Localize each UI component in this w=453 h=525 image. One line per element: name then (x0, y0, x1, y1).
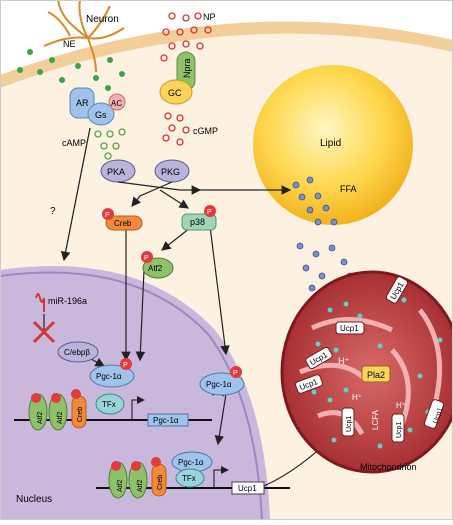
p38-label: p38 (190, 217, 205, 227)
pgc1a-cytoplasm (199, 372, 245, 396)
svg-text:Ucp1: Ucp1 (396, 422, 403, 438)
np-molecules (160, 12, 212, 62)
atf2-protein (142, 257, 174, 279)
unknown-link-label: ? (50, 206, 56, 217)
ucp1-mito-a (335, 321, 365, 335)
cgmp-label: cGMP (193, 126, 218, 136)
creb-protein (105, 215, 143, 231)
svg-text:Atf2: Atf2 (37, 411, 44, 424)
mir-hairpin (35, 293, 45, 312)
neuron-label: Neuron (86, 14, 119, 25)
atf2-phospho (141, 251, 153, 263)
svg-text:Pgc-1α: Pgc-1α (178, 458, 204, 467)
ucp1-mito-d (341, 407, 355, 437)
pgc1a-nuclear-phospho (120, 358, 132, 370)
svg-text:P: P (233, 370, 238, 377)
matrix-dots (311, 297, 443, 449)
adrenergic-receptor (69, 87, 95, 119)
pka-label: PKA (107, 167, 125, 177)
lcfa-label: LCFA (371, 409, 380, 430)
ucp1-gene (231, 481, 265, 495)
pgc1a-nuclear-label: Pgc-1α (96, 372, 122, 381)
svg-text:TFx: TFx (182, 474, 196, 483)
plasma-membrane (0, 21, 453, 88)
ar-label: AR (76, 98, 89, 108)
ucp1-mito-b (305, 346, 333, 370)
svg-text:Creb: Creb (157, 475, 164, 490)
mitochondrion-label: Mitochondrion (360, 462, 417, 472)
tfx-lower (175, 468, 205, 488)
cebpb-protein (57, 341, 99, 363)
pgc1a-gene-label: Pgc-1α (153, 416, 179, 425)
ucp1-mito-g (385, 276, 409, 304)
pkg-label: PKG (161, 167, 180, 177)
ucp1-mito-f (423, 399, 445, 429)
extracellular-space (0, 0, 453, 75)
proton-label-c: H⁺ (396, 401, 406, 410)
ucp1-mito-c (295, 374, 323, 394)
np-label: NP (203, 12, 216, 22)
mir-label: miR-196a (48, 296, 87, 306)
ucp1-gene-label: Ucp1 (238, 484, 257, 493)
npra-label: Npra (182, 58, 192, 78)
svg-text:Atf2: Atf2 (57, 411, 64, 424)
camp-molecules (94, 128, 126, 160)
svg-text:Creb: Creb (77, 407, 84, 422)
gs-protein (87, 102, 115, 126)
camp-label: cAMP (62, 138, 86, 148)
pgc1a-cytoplasm-label: Pgc-1α (206, 380, 232, 389)
cgmp-molecules (162, 112, 190, 146)
svg-text:Atf2: Atf2 (137, 479, 144, 492)
creb-phospho (102, 208, 114, 220)
svg-text:Ucp1: Ucp1 (346, 416, 353, 432)
gc-enzyme (159, 79, 193, 105)
atf2-label: Atf2 (148, 264, 163, 273)
pgc1a-gene (147, 413, 189, 427)
pgc1a-cytoplasm-phospho (230, 366, 242, 378)
tfx-upper-label: TFx (102, 400, 116, 409)
svg-text:P: P (105, 212, 110, 219)
gc-label: GC (168, 88, 182, 98)
cebpb-label: C/ebpβ (64, 348, 90, 357)
svg-text:P: P (123, 362, 128, 369)
creb-label: Creb (114, 219, 132, 228)
pla2-label: Pla2 (367, 370, 385, 380)
ne-molecules (17, 49, 125, 91)
p38-kinase (181, 213, 217, 231)
svg-text:Ucp1: Ucp1 (340, 324, 359, 333)
ffa-label: FFA (340, 184, 357, 194)
gs-label: Gs (95, 110, 107, 120)
pla2-enzyme (361, 365, 391, 383)
ac-label: AC (111, 99, 122, 108)
inhibition-mark (32, 320, 56, 344)
proton-label-b: H⁺ (352, 393, 362, 402)
svg-text:P: P (207, 209, 212, 216)
ne-label: NE (63, 39, 76, 49)
svg-text:P: P (144, 255, 149, 262)
lipid-label: Lipid (320, 138, 341, 149)
neuron-terminal (43, 0, 125, 73)
ac-enzyme (108, 93, 126, 111)
pgc1a-nuclear (89, 364, 135, 388)
tfx-upper (95, 393, 125, 415)
nucleus-label: Nucleus (16, 494, 52, 505)
svg-text:Atf2: Atf2 (117, 479, 124, 492)
proton-label-a: H⁺ (338, 356, 349, 366)
p38-phospho (204, 205, 216, 217)
ucp1-mito-e (391, 413, 405, 443)
